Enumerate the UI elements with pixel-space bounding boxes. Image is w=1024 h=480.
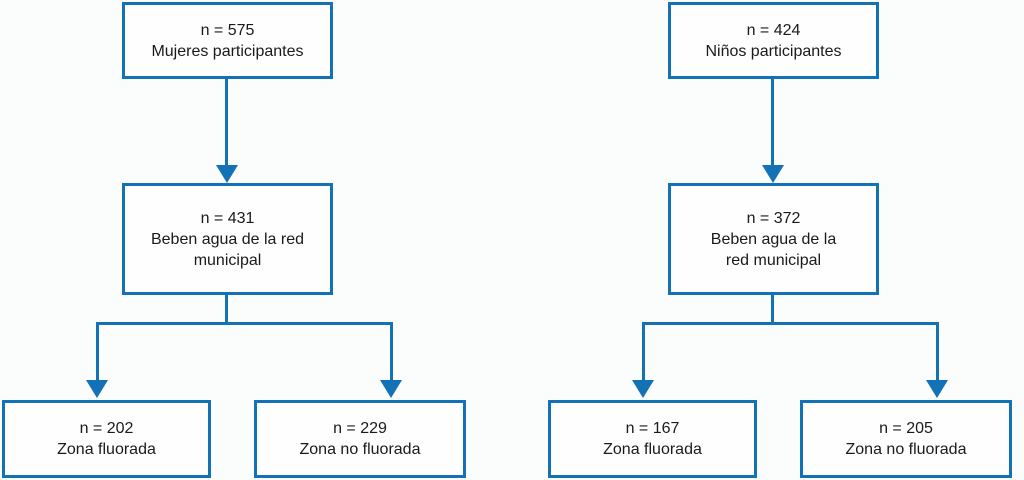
node-label: Zona fluorada: [57, 441, 156, 458]
node-ninos-zona-fluorada: n = 167 Zona fluorada: [548, 400, 757, 478]
node-mujeres-zona-no-fluorada: n = 229 Zona no fluorada: [254, 400, 466, 478]
node-ninos-zona-no-fluorada: n = 205 Zona no fluorada: [800, 400, 1012, 478]
node-label: Beben agua de la red: [150, 230, 304, 248]
node-count: n = 372: [746, 209, 801, 227]
connector-branch-stub: [225, 295, 228, 325]
flowchart-mujeres: n = 575 Mujeres participantes n = 431 Be…: [0, 0, 466, 480]
node-mujeres-participantes: n = 575 Mujeres participantes: [122, 2, 333, 79]
node-count: n = 167: [625, 420, 680, 437]
node-label: Niños participantes: [705, 42, 842, 60]
connector-branch-horizontal: [642, 322, 939, 325]
arrow-down-icon: [926, 380, 948, 398]
connector-branch-horizontal: [96, 322, 393, 325]
connector-branch-left: [642, 322, 645, 380]
connector-branch-stub: [771, 295, 774, 325]
arrow-down-icon: [632, 380, 654, 398]
connector-branch-right: [936, 322, 939, 380]
node-count: n = 431: [200, 209, 255, 227]
node-count: n = 575: [200, 21, 255, 39]
node-ninos-agua-municipal: n = 372 Beben agua de la red municipal: [668, 183, 879, 295]
node-label: Mujeres participantes: [151, 42, 304, 60]
node-count: n = 424: [746, 21, 801, 39]
arrow-down-icon: [380, 380, 402, 398]
node-count: n = 205: [879, 420, 933, 437]
node-ninos-participantes: n = 424 Niños participantes: [668, 2, 879, 79]
flowchart-ninos: n = 424 Niños participantes n = 372 Bebe…: [546, 0, 1012, 480]
node-mujeres-zona-fluorada: n = 202 Zona fluorada: [2, 400, 211, 478]
node-label: Zona no fluorada: [299, 441, 421, 458]
connector-top-to-middle: [225, 79, 228, 165]
node-label: Zona fluorada: [603, 441, 702, 458]
arrow-down-icon: [86, 380, 108, 398]
node-label: red municipal: [725, 251, 822, 269]
node-mujeres-agua-municipal: n = 431 Beben agua de la red municipal: [122, 183, 333, 295]
node-count: n = 202: [79, 420, 134, 437]
connector-branch-left: [96, 322, 99, 380]
connector-top-to-middle: [771, 79, 774, 165]
node-label: municipal: [193, 251, 262, 269]
arrow-down-icon: [216, 165, 238, 183]
node-label: Beben agua de la: [710, 230, 837, 248]
connector-branch-right: [390, 322, 393, 380]
node-count: n = 229: [333, 420, 387, 437]
node-label: Zona no fluorada: [845, 441, 967, 458]
arrow-down-icon: [762, 165, 784, 183]
